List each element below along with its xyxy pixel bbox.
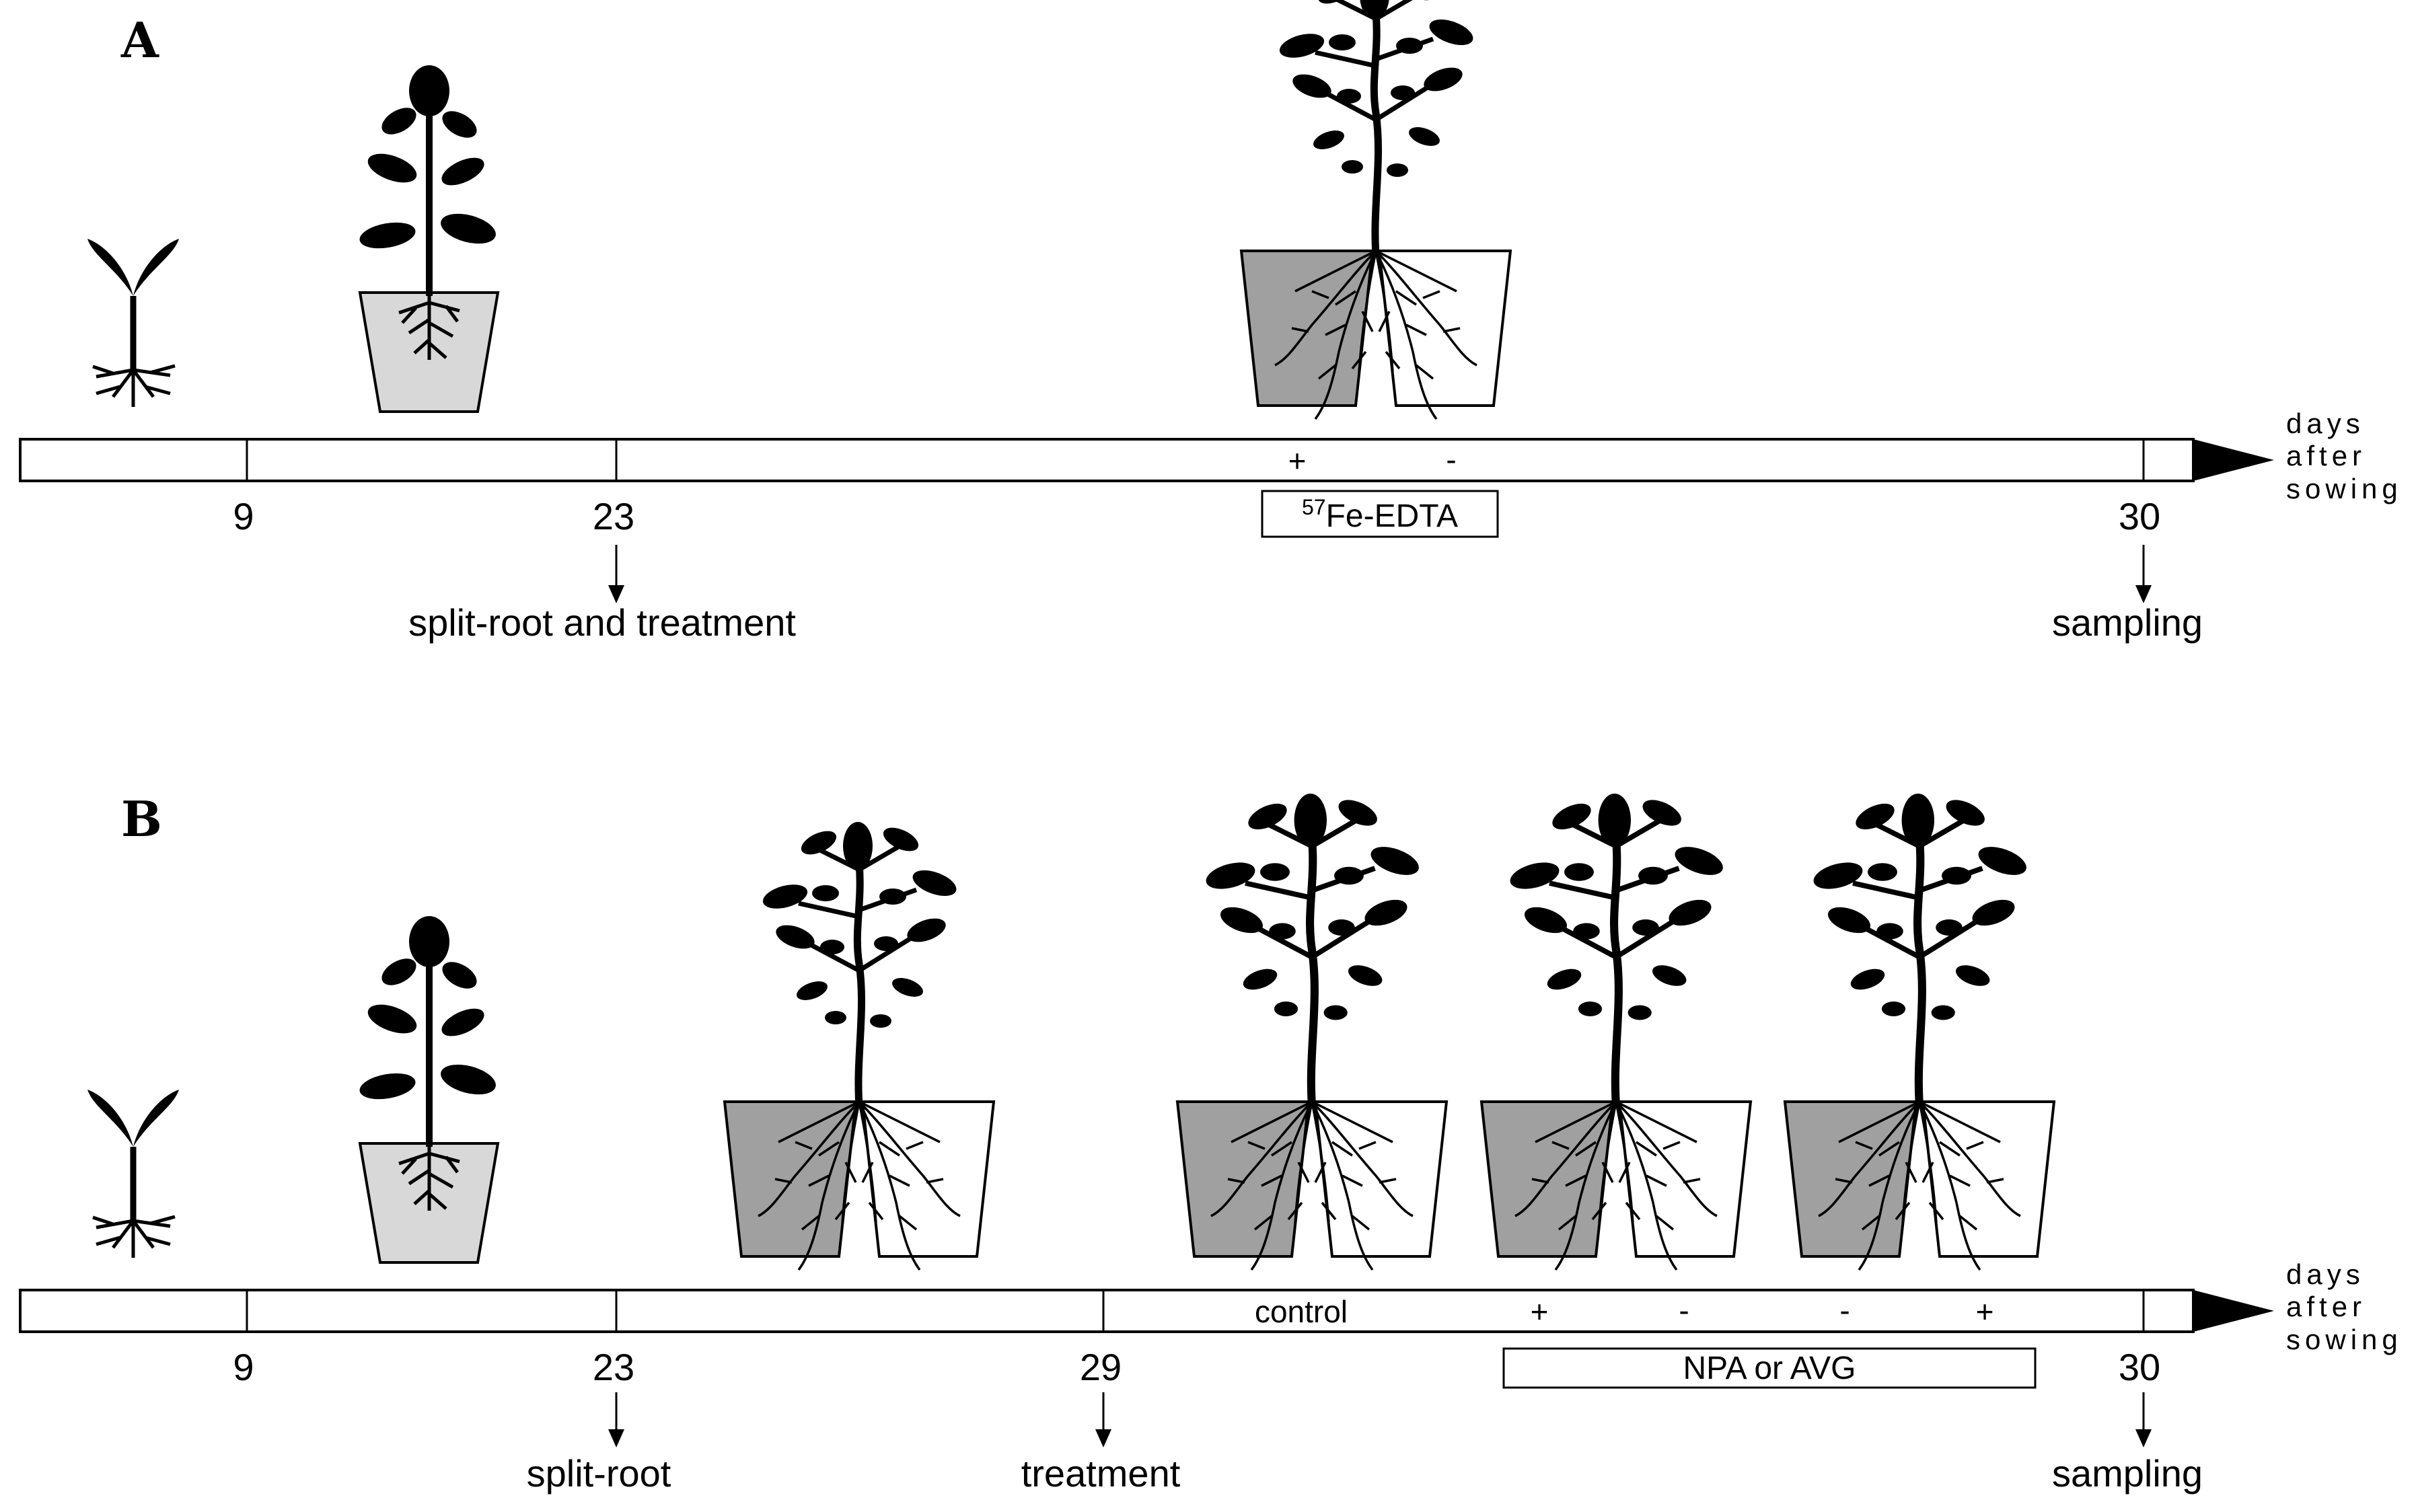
event-sampling: sampling bbox=[2052, 601, 2203, 644]
plus-mark: + bbox=[1531, 1294, 1549, 1329]
axis-unit-a: days after sowing bbox=[2286, 408, 2403, 504]
event-sampling: sampling bbox=[2052, 1452, 2203, 1495]
axis-unit-line-3: sowing bbox=[2286, 473, 2403, 504]
axis-unit-line-1: days bbox=[2286, 1258, 2365, 1290]
event-treatment: treatment bbox=[1021, 1452, 1181, 1495]
seedling-illustration bbox=[87, 239, 179, 407]
tick-label-23: 23 bbox=[593, 1346, 634, 1388]
fe-edta-box: 57Fe-EDTA bbox=[1261, 490, 1499, 538]
axis-unit-line-2: after bbox=[2286, 1291, 2366, 1322]
minus-mark: - bbox=[1446, 442, 1456, 477]
axis-unit-line-1: days bbox=[2286, 408, 2365, 439]
timeline-b: control + - - + bbox=[19, 1289, 2274, 1333]
seedling-illustration bbox=[87, 1090, 179, 1258]
plus-mark: + bbox=[1976, 1294, 1994, 1329]
plus-mark: + bbox=[1288, 443, 1307, 478]
tick-label-30: 30 bbox=[2119, 1346, 2160, 1388]
tick-label-29: 29 bbox=[1080, 1346, 1122, 1388]
tick-label-9: 9 bbox=[233, 495, 254, 537]
fe-edta-label: Fe-EDTA bbox=[1326, 498, 1458, 534]
split-root-plant-day23 bbox=[725, 822, 994, 1270]
young-plant-in-pot bbox=[358, 916, 499, 1264]
npa-avg-box: NPA or AVG bbox=[1502, 1347, 2037, 1389]
split-root-plant bbox=[1241, 0, 1510, 419]
svg-text:57Fe-EDTA: 57Fe-EDTA bbox=[1302, 495, 1458, 534]
fe-isotope-superscript: 57 bbox=[1302, 495, 1326, 519]
panel-a-letter: A bbox=[120, 11, 159, 69]
timeline-a: + - bbox=[19, 438, 2274, 482]
tick-label-30: 30 bbox=[2119, 495, 2160, 537]
axis-unit-b: days after sowing bbox=[2286, 1258, 2403, 1355]
panel-b-letter: B bbox=[121, 790, 162, 847]
tick-label-23: 23 bbox=[593, 495, 634, 537]
axis-unit-line-3: sowing bbox=[2286, 1324, 2403, 1355]
minus-mark: - bbox=[1679, 1293, 1689, 1328]
control-label: control bbox=[1255, 1294, 1348, 1329]
panel-a: A + - days after sowing 9 bbox=[19, 0, 2403, 644]
panel-b: B bbox=[19, 790, 2403, 1495]
axis-unit-line-2: after bbox=[2286, 440, 2366, 471]
tick-label-9: 9 bbox=[233, 1346, 254, 1388]
split-root-plant-treatment-1 bbox=[1481, 794, 1751, 1270]
event-split-root-and-treatment: split-root and treatment bbox=[408, 601, 796, 644]
split-root-plant-treatment-2 bbox=[1785, 794, 2054, 1270]
young-plant-in-pot bbox=[358, 65, 499, 413]
event-split-root: split-root bbox=[527, 1452, 671, 1495]
split-root-plant-control bbox=[1177, 794, 1447, 1270]
minus-mark: - bbox=[1839, 1293, 1850, 1328]
npa-avg-label: NPA or AVG bbox=[1683, 1351, 1856, 1386]
